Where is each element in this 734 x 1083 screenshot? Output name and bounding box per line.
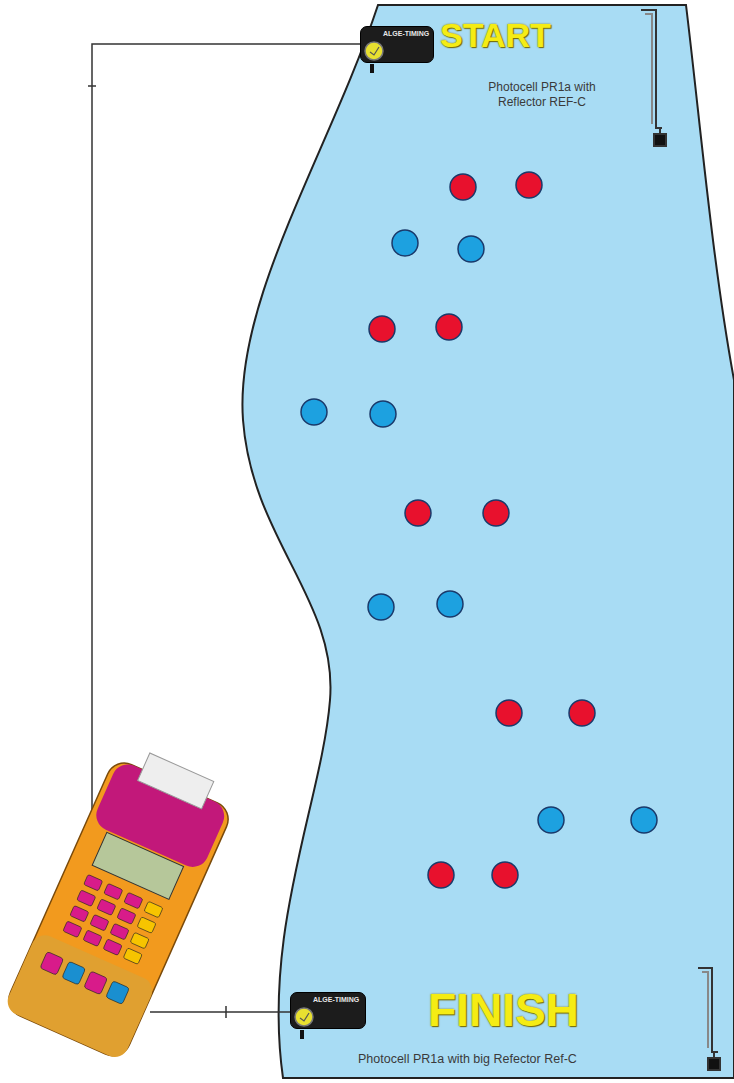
timer-key xyxy=(84,874,103,891)
photocell-caption: Photocell PR1a with big Refector Ref-C xyxy=(358,1052,577,1068)
photocell: ALGE-TIMING xyxy=(290,992,366,1029)
river xyxy=(242,5,734,1078)
timer-key xyxy=(103,939,122,956)
timer-key xyxy=(84,971,108,995)
brand-logo: ALGE-TIMING xyxy=(383,30,429,37)
timer-key xyxy=(97,899,116,916)
timer-key xyxy=(70,905,89,922)
timer-key xyxy=(144,901,163,918)
photocell: ALGE-TIMING xyxy=(360,26,434,63)
timer-key xyxy=(104,883,123,900)
photocell-caption: Photocell PR1a with Reflector REF-C xyxy=(476,80,608,110)
timer-key xyxy=(63,921,82,938)
timer-key xyxy=(77,890,96,907)
timer-keypad xyxy=(40,872,165,1005)
reflector-start xyxy=(641,10,666,146)
timer-key xyxy=(62,961,86,985)
timer-key xyxy=(130,932,149,949)
cables xyxy=(88,44,360,1018)
finish-label: FINISH xyxy=(428,982,579,1040)
timer-key xyxy=(90,914,109,931)
timer-key xyxy=(124,892,143,909)
timer-key xyxy=(123,948,142,965)
timer-key xyxy=(137,917,156,934)
reflector-finish xyxy=(698,968,720,1070)
start-label: START xyxy=(440,14,551,57)
brand-logo: ALGE-TIMING xyxy=(313,996,361,1003)
timer-key xyxy=(40,951,64,975)
timer-key xyxy=(110,923,129,940)
gate-balls xyxy=(301,172,657,888)
timer-key xyxy=(117,908,136,925)
timer-key xyxy=(106,981,130,1005)
timer-key xyxy=(83,930,102,947)
timer-device xyxy=(3,741,241,1062)
